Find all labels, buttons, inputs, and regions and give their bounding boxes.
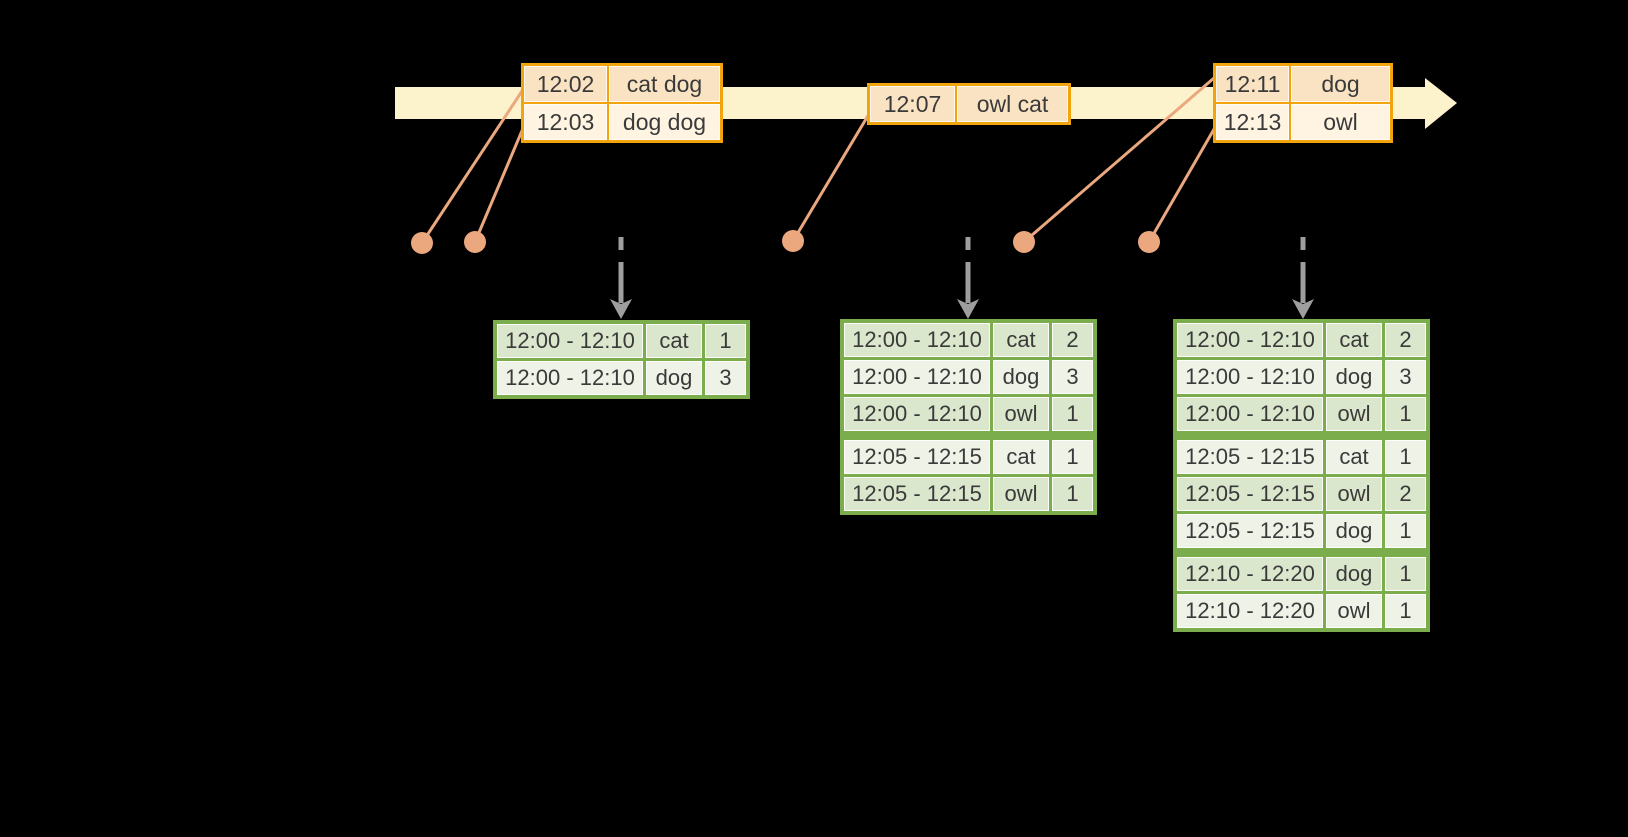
- window-cell: 12:00 - 12:10: [1177, 360, 1323, 394]
- window-cell: 12:00 - 12:10: [844, 323, 990, 357]
- count-cell: 3: [705, 361, 746, 395]
- event-table-left: 12:02 cat dog 12:03 dog dog: [521, 63, 723, 143]
- result-row: 12:05 - 12:15 owl 1: [844, 477, 1093, 511]
- window-cell: 12:10 - 12:20: [1177, 594, 1323, 628]
- event-row: 12:07 owl cat: [870, 86, 1068, 122]
- word-cell: owl: [993, 477, 1049, 511]
- connector-line-2: [473, 125, 526, 243]
- count-cell: 1: [1385, 594, 1426, 628]
- result-table-1: 12:00 - 12:10 cat 1 12:00 - 12:10 dog 3: [493, 320, 750, 399]
- count-cell: 2: [1385, 477, 1426, 511]
- connector-line-4: [1023, 76, 1215, 244]
- result-row: 12:00 - 12:10 cat 2: [844, 323, 1093, 357]
- count-cell: 1: [1385, 514, 1426, 548]
- window-cell: 12:00 - 12:10: [1177, 397, 1323, 431]
- event-row: 12:03 dog dog: [524, 104, 720, 140]
- window-cell: 12:00 - 12:10: [844, 360, 990, 394]
- result-row: 12:00 - 12:10 cat 2: [1177, 323, 1426, 357]
- count-cell: 1: [1052, 440, 1093, 474]
- count-cell: 2: [1385, 323, 1426, 357]
- event-row: 12:13 owl: [1216, 104, 1390, 140]
- word-cell: cat: [993, 323, 1049, 357]
- event-row: 12:02 cat dog: [524, 66, 720, 102]
- word-cell: dog: [1326, 557, 1382, 591]
- timeline-arrowhead-icon: [1425, 78, 1457, 129]
- event-time-cell: 12:03: [524, 104, 607, 140]
- arrow-down-icon: [1292, 299, 1314, 319]
- count-cell: 1: [1052, 397, 1093, 431]
- result-table-3: 12:00 - 12:10 cat 2 12:00 - 12:10 dog 3 …: [1173, 319, 1430, 632]
- event-words-cell: dog dog: [609, 104, 720, 140]
- result-row: 12:10 - 12:20 owl 1: [1177, 594, 1426, 628]
- word-cell: cat: [1326, 323, 1382, 357]
- event-words-cell: owl cat: [957, 86, 1068, 122]
- word-cell: owl: [1326, 594, 1382, 628]
- result-row: 12:05 - 12:15 owl 2: [1177, 477, 1426, 511]
- count-cell: 1: [1385, 397, 1426, 431]
- event-dot-2: [464, 231, 486, 253]
- trigger-arrow-1: [610, 237, 632, 319]
- event-dot-4: [1013, 231, 1035, 253]
- result-row: 12:00 - 12:10 owl 1: [844, 397, 1093, 431]
- window-cell: 12:00 - 12:10: [844, 397, 990, 431]
- event-words-cell: dog: [1291, 66, 1390, 102]
- arrow-down-icon: [610, 299, 632, 319]
- window-cell: 12:00 - 12:10: [497, 324, 643, 358]
- count-cell: 1: [1385, 557, 1426, 591]
- event-time-cell: 12:02: [524, 66, 607, 102]
- event-words-cell: cat dog: [609, 66, 720, 102]
- window-cell: 12:00 - 12:10: [1177, 323, 1323, 357]
- count-cell: 2: [1052, 323, 1093, 357]
- result-row: 12:00 - 12:10 dog 3: [1177, 360, 1426, 394]
- count-cell: 3: [1052, 360, 1093, 394]
- count-cell: 1: [1052, 477, 1093, 511]
- event-time-cell: 12:13: [1216, 104, 1289, 140]
- window-cell: 12:05 - 12:15: [1177, 514, 1323, 548]
- trigger-arrow-2: [957, 237, 979, 319]
- window-cell: 12:05 - 12:15: [1177, 440, 1323, 474]
- result-row: 12:05 - 12:15 cat 1: [1177, 440, 1426, 474]
- trigger-arrow-3: [1292, 237, 1314, 319]
- word-cell: dog: [1326, 360, 1382, 394]
- event-time-cell: 12:11: [1216, 66, 1289, 102]
- arrow-down-icon: [957, 299, 979, 319]
- window-cell: 12:00 - 12:10: [497, 361, 643, 395]
- word-cell: owl: [1326, 477, 1382, 511]
- word-cell: dog: [646, 361, 702, 395]
- result-row: 12:00 - 12:10 dog 3: [844, 360, 1093, 394]
- count-cell: 1: [705, 324, 746, 358]
- window-cell: 12:05 - 12:15: [844, 440, 990, 474]
- result-row: 12:05 - 12:15 dog 1: [1177, 514, 1426, 548]
- event-row: 12:11 dog: [1216, 66, 1390, 102]
- event-dot-1: [411, 232, 433, 254]
- connector-line-3: [791, 113, 871, 242]
- word-cell: dog: [1326, 514, 1382, 548]
- result-row: 12:05 - 12:15 cat 1: [844, 440, 1093, 474]
- connector-line-5: [1147, 123, 1219, 243]
- count-cell: 1: [1385, 440, 1426, 474]
- window-cell: 12:05 - 12:15: [844, 477, 990, 511]
- word-cell: owl: [1326, 397, 1382, 431]
- result-row: 12:00 - 12:10 cat 1: [497, 324, 746, 358]
- event-table-right: 12:11 dog 12:13 owl: [1213, 63, 1393, 143]
- word-cell: owl: [993, 397, 1049, 431]
- connector-line-1: [420, 87, 526, 244]
- window-cell: 12:10 - 12:20: [1177, 557, 1323, 591]
- word-cell: cat: [646, 324, 702, 358]
- count-cell: 3: [1385, 360, 1426, 394]
- result-table-2: 12:00 - 12:10 cat 2 12:00 - 12:10 dog 3 …: [840, 319, 1097, 515]
- event-table-middle: 12:07 owl cat: [867, 83, 1071, 125]
- result-row: 12:00 - 12:10 owl 1: [1177, 397, 1426, 431]
- event-words-cell: owl: [1291, 104, 1390, 140]
- event-dot-5: [1138, 231, 1160, 253]
- result-row: 12:00 - 12:10 dog 3: [497, 361, 746, 395]
- event-time-cell: 12:07: [870, 86, 955, 122]
- word-cell: dog: [993, 360, 1049, 394]
- word-cell: cat: [993, 440, 1049, 474]
- window-cell: 12:05 - 12:15: [1177, 477, 1323, 511]
- result-row: 12:10 - 12:20 dog 1: [1177, 557, 1426, 591]
- word-cell: cat: [1326, 440, 1382, 474]
- event-dot-3: [782, 230, 804, 252]
